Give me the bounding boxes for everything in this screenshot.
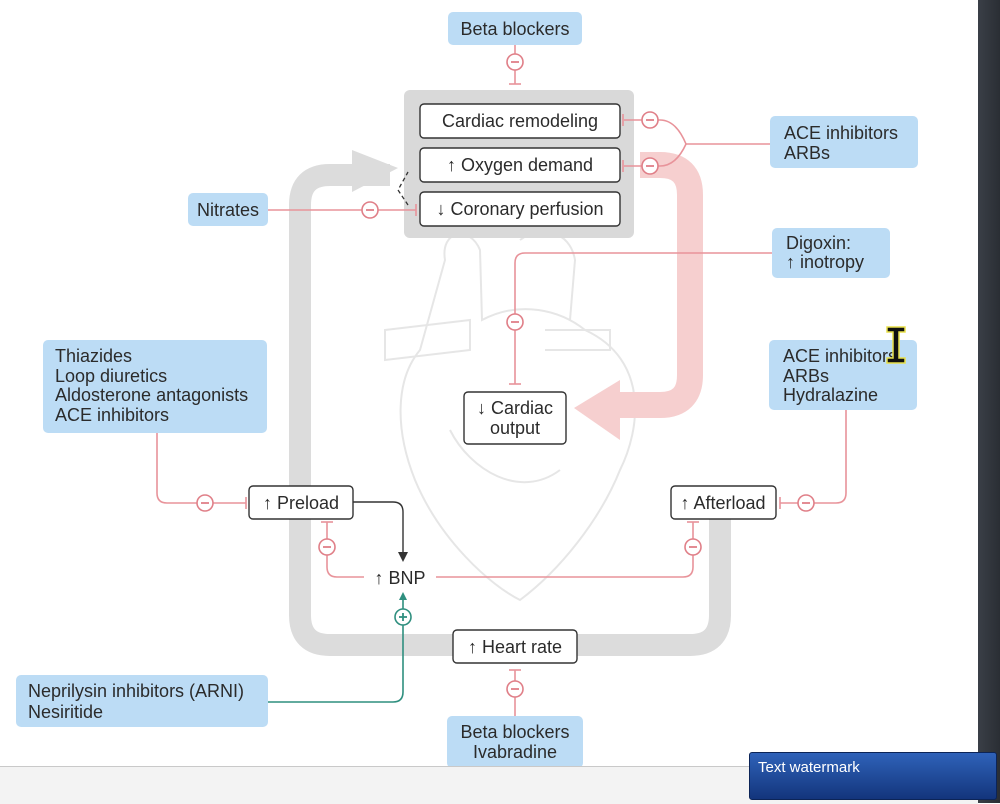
svg-text:Thiazides: Thiazides — [55, 346, 132, 366]
inhibition-nitrates — [268, 201, 417, 219]
svg-text:Aldosterone antagonists: Aldosterone antagonists — [55, 385, 248, 405]
svg-text:Beta blockers: Beta blockers — [460, 722, 569, 742]
svg-text:ARBs: ARBs — [783, 366, 829, 386]
svg-text:↑ Preload: ↑ Preload — [263, 493, 339, 513]
svg-text:↑ Heart rate: ↑ Heart rate — [468, 637, 562, 657]
inhibition-beta-bottom — [506, 669, 524, 716]
svg-text:ACE inhibitors: ACE inhibitors — [55, 405, 169, 425]
svg-text:↓ Cardiac: ↓ Cardiac — [477, 398, 553, 418]
svg-text:Nitrates: Nitrates — [197, 200, 259, 220]
svg-text:Loop diuretics: Loop diuretics — [55, 366, 167, 386]
node-coronary-perfusion: ↓ Coronary perfusion — [419, 191, 621, 227]
svg-text:Nesiritide: Nesiritide — [28, 702, 103, 722]
svg-text:Ivabradine: Ivabradine — [473, 742, 557, 762]
drug-digoxin: Digoxin: ↑ inotropy — [772, 228, 890, 278]
svg-text:Neprilysin inhibitors (ARNI): Neprilysin inhibitors (ARNI) — [28, 681, 244, 701]
svg-text:Hydralazine: Hydralazine — [783, 385, 878, 405]
svg-text:↓ Coronary perfusion: ↓ Coronary perfusion — [436, 199, 603, 219]
dashed-link — [397, 171, 409, 206]
node-bnp: ↑ BNP — [364, 564, 436, 592]
drug-ace-arbs-top: ACE inhibitors ARBs — [770, 116, 918, 168]
preload-to-bnp-arrow — [353, 501, 408, 562]
drug-diuretics: Thiazides Loop diuretics Aldosterone ant… — [43, 340, 267, 433]
drug-arni: Neprilysin inhibitors (ARNI) Nesiritide — [16, 675, 268, 727]
svg-text:ACE inhibitors: ACE inhibitors — [783, 346, 897, 366]
drug-beta-ivabradine: Beta blockers Ivabradine — [447, 716, 583, 768]
drug-nitrates: Nitrates — [188, 193, 268, 226]
right-scrollbar[interactable] — [978, 0, 1000, 803]
inhibition-beta-top — [506, 45, 524, 85]
inhibition-diuretics — [156, 433, 247, 512]
svg-text:ACE inhibitors: ACE inhibitors — [784, 123, 898, 143]
svg-text:↑ BNP: ↑ BNP — [374, 568, 425, 588]
svg-text:↑ Afterload: ↑ Afterload — [680, 493, 765, 513]
svg-text:Cardiac remodeling: Cardiac remodeling — [442, 111, 598, 131]
svg-text:ARBs: ARBs — [784, 143, 830, 163]
svg-text:Beta blockers: Beta blockers — [460, 19, 569, 39]
node-cardiac-output: ↓ Cardiac output — [463, 391, 567, 445]
svg-text:↑ inotropy: ↑ inotropy — [786, 252, 864, 272]
activation-arni — [268, 592, 412, 703]
node-afterload: ↑ Afterload — [670, 485, 777, 520]
svg-text:Digoxin:: Digoxin: — [786, 233, 851, 253]
drug-beta-blockers-top: Beta blockers — [448, 12, 582, 45]
inhibition-digoxin — [506, 252, 772, 385]
node-oxygen-demand: ↑ Oxygen demand — [419, 147, 621, 183]
text-cursor-icon — [886, 326, 906, 364]
svg-text:↑ Oxygen demand: ↑ Oxygen demand — [447, 155, 593, 175]
drug-afterload: ACE inhibitors ARBs Hydralazine — [769, 340, 917, 410]
node-cardiac-remodeling: Cardiac remodeling — [419, 103, 621, 139]
node-preload: ↑ Preload — [248, 485, 354, 520]
node-heart-rate: ↑ Heart rate — [452, 629, 578, 664]
inhibition-ace-top — [622, 111, 770, 175]
bnp-inhibition-links — [318, 521, 702, 578]
svg-text:output: output — [490, 418, 540, 438]
inhibition-afterload — [779, 410, 847, 512]
cardiac-output-arrow — [574, 152, 703, 440]
text-watermark[interactable]: Text watermark — [749, 752, 997, 800]
